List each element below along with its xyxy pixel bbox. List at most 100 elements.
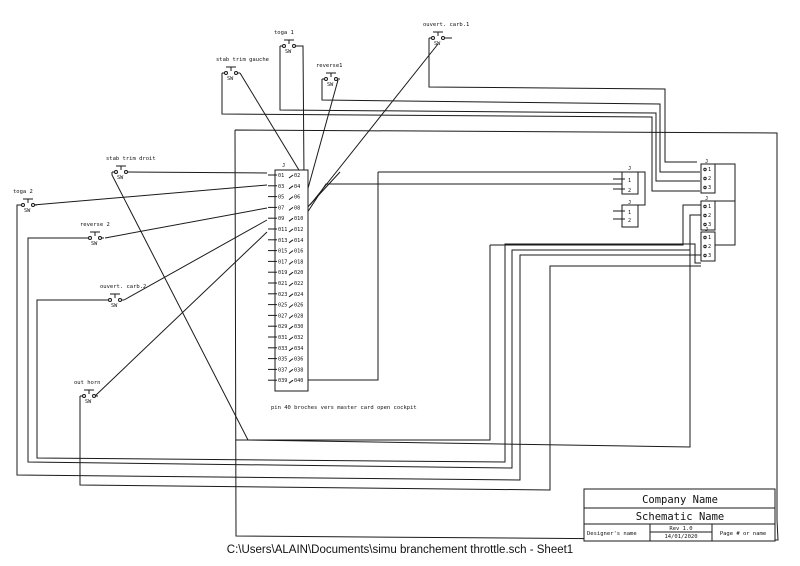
pin-label: 034 [294,346,303,352]
wire [309,43,439,206]
wire [304,172,630,217]
pin-label: 033 [278,346,287,352]
switch-label: ouvert. carb.2 [100,284,146,290]
switch-ref: SW [111,303,118,309]
wire [234,129,779,541]
wire [239,72,306,181]
wire [79,265,701,491]
revision: Rev 1.0 [669,526,692,532]
contact [431,36,435,40]
wire [221,73,700,192]
designer-name: Designer's name [587,531,637,537]
switch-label: reverse 2 [80,222,110,228]
pin-label: 3 [708,253,711,259]
contact [114,170,118,174]
pin-label: 06 [294,195,300,201]
pin-label: 040 [294,378,303,384]
pin-label: 2 [708,213,711,219]
contact [31,203,35,207]
pin-label: 013 [278,238,287,244]
pin-label: 03 [278,184,284,190]
push-switch: toga 1SW [274,30,298,55]
switch-label: stab trim droit [106,156,156,162]
contact [124,170,128,174]
pin-label: 1 [708,204,711,210]
pin-label: 031 [278,335,287,341]
contact [324,77,328,81]
pin-label: 1 [708,167,711,173]
contact [82,394,86,398]
pin-label: 017 [278,259,287,265]
contact [88,236,92,240]
pin-label: 2 [708,176,711,182]
connector-body [274,169,309,392]
switch-ref: SW [85,399,92,405]
pin-label: 020 [294,270,303,276]
connector-ref: J [282,163,285,169]
wire [126,171,268,174]
pin-label: 3 [708,185,711,191]
connector-ref: J [705,196,708,202]
wire [428,38,697,163]
pin-label: 02 [294,173,300,179]
contact [292,44,296,48]
switch-ref: SW [327,82,334,88]
switch-ref: SW [24,208,31,214]
contact [108,298,112,302]
switch-ref: SW [434,41,441,47]
wire [490,204,701,246]
pin-label: 036 [294,357,303,363]
pin-label: 2 [708,244,711,250]
small-connector-2: J 1 2 [613,200,639,228]
connector-ref: J [628,166,631,172]
pin-label: 010 [294,216,303,222]
wires [16,37,779,541]
pin-label: 015 [278,249,287,255]
pin-label: 1 [628,210,631,216]
pin-label: 012 [294,227,303,233]
contact [234,71,238,75]
switch-label: ouvert. carb.1 [423,22,469,28]
pin-label: 016 [294,249,303,255]
pin-label: 024 [294,292,303,298]
wire [36,243,701,463]
pin-label: 018 [294,259,303,265]
switch-label: toga 2 [13,189,33,195]
wire [378,171,646,206]
wire [304,171,341,211]
connector-ref: J [628,200,631,206]
pin-label: 2 [628,188,631,194]
pin-label: 04 [294,184,300,190]
contact [21,203,25,207]
wire [321,79,700,173]
pin-label: 09 [278,216,284,222]
push-switch: ouvert. carb.2SW [100,284,146,309]
connector-ref: J [705,227,708,233]
file-path-footer: C:\Users\ALAIN\Documents\simu branchemen… [226,544,574,556]
date: 14/01/2020 [664,534,697,540]
contact [441,36,445,40]
pin-label: 3 [708,222,711,228]
pin-label: 029 [278,324,287,330]
contact [282,44,286,48]
pin-label: 011 [278,227,287,233]
pin-label: 028 [294,313,303,319]
wire [94,231,268,397]
push-switch: ouvert. carb.1SW [423,22,469,47]
pin-label: 2 [628,218,631,224]
pin-label: 021 [278,281,287,287]
contact [334,77,338,81]
pin-label: 07 [278,205,284,211]
wire [27,236,691,469]
pin-label: 05 [278,195,284,201]
switch-ref: SW [285,49,292,55]
wire [306,172,379,381]
